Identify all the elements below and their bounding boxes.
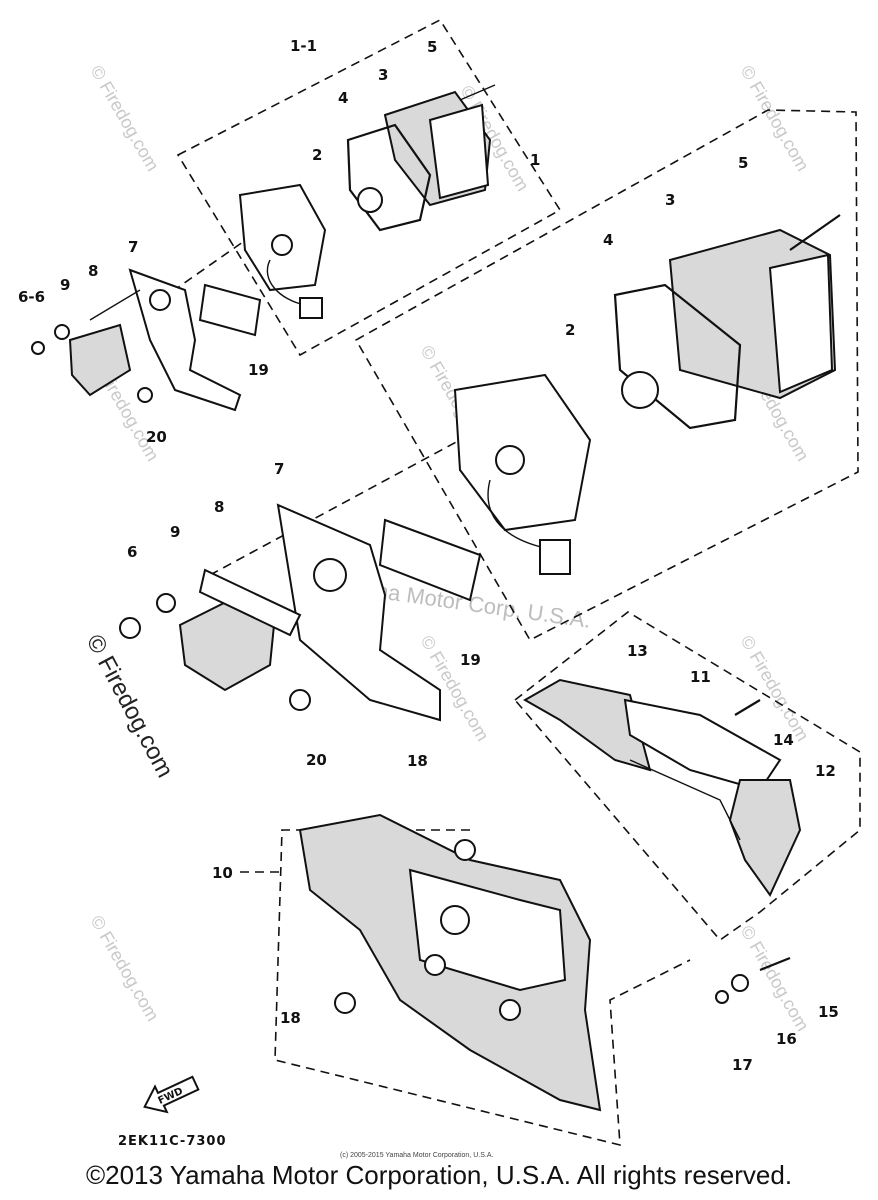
label-13: 13 [627, 642, 648, 660]
label-6-6: 6-6 [18, 288, 45, 306]
nut-small [31, 341, 45, 355]
lens-face-large [768, 253, 834, 394]
gasket-4-small [346, 123, 432, 232]
base-pin [424, 954, 446, 976]
bracket-hole-small [149, 289, 171, 311]
watermark-firedog: © Firedog.com [737, 922, 813, 1034]
gasket-4-large [613, 283, 742, 430]
label-17: 17 [732, 1056, 753, 1074]
tail-lamp-large [453, 214, 841, 575]
reflector-19-small [198, 283, 262, 337]
label-3: 3 [665, 191, 675, 209]
label-16: 16 [776, 1030, 797, 1048]
cover-mount [629, 759, 741, 841]
label-10: 10 [212, 864, 233, 882]
group-box-1-1 [176, 18, 562, 357]
base-pin-2 [499, 999, 521, 1021]
wire-small [266, 259, 306, 306]
cover-13 [522, 678, 652, 772]
wire-large [487, 479, 546, 549]
label-3: 3 [378, 66, 388, 84]
label-2: 2 [565, 321, 575, 339]
label-9: 9 [60, 276, 70, 294]
cover-assembly [522, 678, 802, 897]
collar-17 [715, 990, 729, 1004]
nut-20-small [137, 387, 153, 403]
damper-18-bottom [334, 992, 356, 1014]
label-8: 8 [214, 498, 224, 516]
nut-20-large [289, 689, 311, 711]
washer-16 [731, 974, 749, 992]
bulb-2-small [357, 187, 383, 213]
screw-14 [734, 699, 761, 716]
label-11: 11 [690, 668, 711, 686]
label-1: 1 [530, 151, 540, 169]
group-box-cover [513, 611, 861, 942]
label-12: 12 [815, 762, 836, 780]
fwd-arrow: FWD [143, 1075, 200, 1114]
leader-screw-2 [209, 439, 461, 576]
cover-11 [623, 698, 782, 792]
washer-9-large [156, 593, 176, 613]
leader-small-plate [89, 289, 141, 321]
socket-small [271, 234, 293, 256]
part-labels: 1-1 5 3 4 2 1 5 3 4 2 7 6-6 9 8 19 20 7 … [18, 37, 839, 1074]
label-7: 7 [128, 238, 138, 256]
label-19: 19 [460, 651, 481, 669]
label-5: 5 [738, 154, 748, 172]
group-box-1 [354, 109, 859, 642]
bracket-large [119, 503, 482, 722]
fwd-arrow-shape [143, 1075, 200, 1114]
label-14: 14 [773, 731, 794, 749]
diagram-code: 2EK11C-7300 [118, 1134, 227, 1149]
label-5: 5 [427, 38, 437, 56]
base-10 [298, 813, 791, 1112]
label-1-1: 1-1 [290, 37, 317, 55]
label-20: 20 [306, 751, 327, 769]
base-box [408, 868, 567, 992]
lamp-cover-small [68, 323, 132, 397]
plate-8-large [198, 568, 302, 637]
lens-face-small [428, 103, 490, 200]
watermark-firedog: © Firedog.com [737, 632, 813, 744]
connector-small [299, 297, 323, 319]
label-19: 19 [248, 361, 269, 379]
cover-12 [728, 779, 802, 897]
label-2: 2 [312, 146, 322, 164]
label-15: 15 [818, 1003, 839, 1021]
bracket-small [31, 268, 262, 412]
screw-5-small [459, 84, 496, 101]
nut-6-large [119, 617, 141, 639]
watermark-firedog-dark: © Firedog.com [81, 630, 179, 782]
socket-large [495, 445, 525, 475]
connector-large [539, 539, 571, 575]
base-hole [440, 905, 470, 935]
bolt-15 [759, 956, 791, 972]
label-6: 6 [127, 543, 137, 561]
tail-lamp-small [238, 84, 496, 319]
label-18: 18 [280, 1009, 301, 1027]
reflector-19-large [378, 518, 482, 602]
watermark-firedog: © Firedog.com [87, 912, 163, 1024]
screw-5-large [789, 214, 841, 251]
washer-small [54, 324, 70, 340]
label-7: 7 [274, 460, 284, 478]
watermark-firedog: © Firedog.com [87, 62, 163, 174]
label-18: 18 [407, 752, 428, 770]
label-9: 9 [170, 523, 180, 541]
bracket-hole-large [313, 558, 347, 592]
small-copyright: (c) 2005-2015 Yamaha Motor Corporation, … [340, 1152, 493, 1159]
bulb-2-large [621, 371, 659, 409]
label-4: 4 [338, 89, 348, 107]
footer-copyright: ©2013 Yamaha Motor Corporation, U.S.A. A… [85, 1160, 793, 1190]
label-8: 8 [88, 262, 98, 280]
damper-18-top [454, 839, 476, 861]
label-20: 20 [146, 428, 167, 446]
label-4: 4 [603, 231, 613, 249]
bracket-7-large [276, 503, 441, 722]
